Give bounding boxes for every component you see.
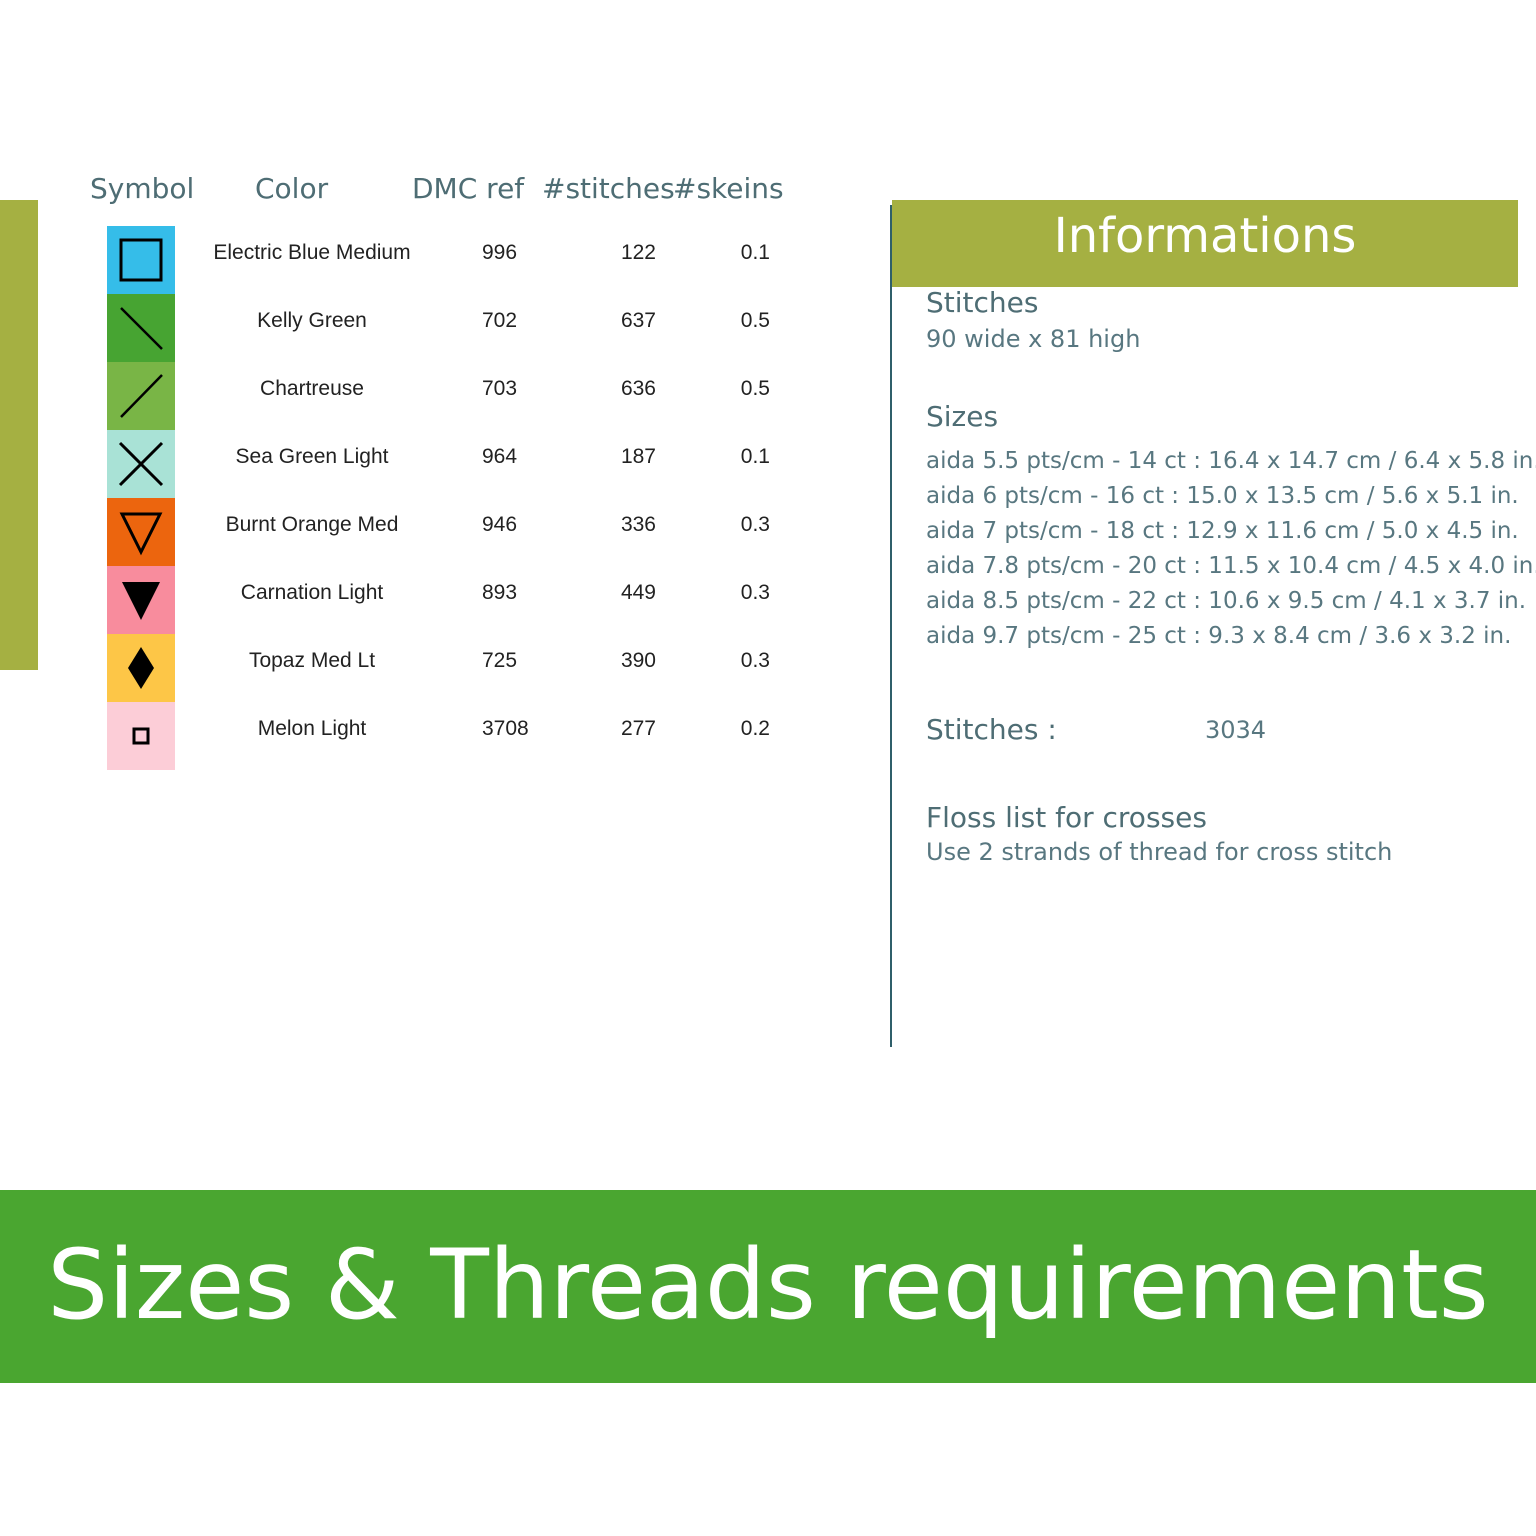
color-name: Carnation Light: [240, 581, 384, 604]
header-color: Color: [255, 172, 329, 205]
color-swatch: [107, 498, 175, 566]
stitch-count: 277: [620, 717, 656, 740]
color-swatch: [107, 634, 175, 702]
stitch-count: 122: [620, 241, 656, 264]
size-entry: aida 6 pts/cm - 16 ct : 15.0 x 13.5 cm /…: [926, 483, 1519, 509]
dmc-ref: 893: [482, 581, 518, 604]
triangle-down-outline-icon: [119, 512, 163, 556]
dmc-ref: 996: [482, 241, 518, 264]
color-swatch: [107, 226, 175, 294]
backslash-line-icon: [120, 307, 163, 350]
size-entry: aida 7.8 pts/cm - 20 ct : 11.5 x 10.4 cm…: [926, 553, 1536, 579]
banner-title: Sizes & Threads requirements: [47, 1229, 1489, 1341]
stitch-count: 637: [620, 309, 656, 332]
header-stitches: #stitches: [542, 172, 675, 205]
size-entry: aida 7 pts/cm - 18 ct : 12.9 x 11.6 cm /…: [926, 518, 1519, 544]
dmc-ref: 725: [482, 649, 518, 672]
header-skeins: #skeins: [673, 172, 784, 205]
skein-count: 0.3: [740, 649, 770, 672]
stitch-count: 390: [620, 649, 656, 672]
color-swatch: [107, 566, 175, 634]
floss-label: Floss list for crosses: [926, 801, 1207, 834]
table-row: Electric Blue Medium 996 122 0.1: [0, 226, 860, 294]
small-square-outline-icon: [132, 727, 150, 745]
skein-count: 0.2: [740, 717, 770, 740]
sizes-label: Sizes: [926, 400, 999, 433]
sizes-list: aida 5.5 pts/cm - 14 ct : 16.4 x 14.7 cm…: [926, 446, 1536, 656]
info-divider: [890, 205, 892, 1047]
triangle-down-filled-icon: [122, 582, 160, 620]
color-swatch: [107, 294, 175, 362]
skein-count: 0.1: [740, 241, 770, 264]
skein-count: 0.5: [740, 309, 770, 332]
slash-line-icon: [120, 374, 163, 418]
skein-count: 0.1: [740, 445, 770, 468]
title-banner: Sizes & Threads requirements: [0, 1190, 1536, 1383]
color-name: Melon Light: [257, 717, 367, 740]
color-name: Topaz Med Lt: [248, 649, 376, 672]
color-name: Sea Green Light: [235, 445, 389, 468]
square-outline-icon: [119, 238, 163, 282]
header-symbol: Symbol: [90, 172, 195, 205]
color-swatch: [107, 362, 175, 430]
stitch-count: 336: [620, 513, 656, 536]
stitch-count: 449: [620, 581, 656, 604]
color-name: Kelly Green: [257, 309, 367, 332]
stitch-count: 187: [620, 445, 656, 468]
stitches-label: Stitches: [926, 286, 1039, 319]
skein-count: 0.3: [740, 513, 770, 536]
color-name: Chartreuse: [260, 377, 364, 400]
size-entry: aida 8.5 pts/cm - 22 ct : 10.6 x 9.5 cm …: [926, 588, 1527, 614]
table-row: Carnation Light 893 449 0.3: [0, 566, 860, 634]
stitches-dimensions: 90 wide x 81 high: [926, 325, 1141, 353]
info-title: Informations: [892, 200, 1518, 287]
x-cross-icon: [118, 441, 164, 487]
skein-count: 0.5: [740, 377, 770, 400]
table-row: Sea Green Light 964 187 0.1: [0, 430, 860, 498]
size-entry: aida 5.5 pts/cm - 14 ct : 16.4 x 14.7 cm…: [926, 448, 1536, 474]
color-swatch: [107, 430, 175, 498]
floss-note: Use 2 strands of thread for cross stitch: [926, 838, 1393, 866]
header-dmc-ref: DMC ref: [412, 172, 525, 205]
diamond-filled-icon: [128, 647, 154, 689]
color-swatch: [107, 702, 175, 770]
total-stitches-value: 3034: [1205, 716, 1267, 744]
table-row: Chartreuse 703 636 0.5: [0, 362, 860, 430]
table-row: Burnt Orange Med 946 336 0.3: [0, 498, 860, 566]
stitch-count: 636: [620, 377, 656, 400]
dmc-ref: 703: [482, 377, 518, 400]
dmc-ref: 702: [482, 309, 518, 332]
dmc-ref: 3708: [482, 717, 529, 740]
table-row: Kelly Green 702 637 0.5: [0, 294, 860, 362]
table-row: Melon Light 3708 277 0.2: [0, 702, 860, 770]
skein-count: 0.3: [740, 581, 770, 604]
left-accent-bar: [0, 200, 38, 670]
size-entry: aida 9.7 pts/cm - 25 ct : 9.3 x 8.4 cm /…: [926, 623, 1512, 649]
dmc-ref: 946: [482, 513, 518, 536]
dmc-ref: 964: [482, 445, 518, 468]
total-stitches-label: Stitches :: [926, 713, 1057, 746]
color-name: Electric Blue Medium: [213, 241, 411, 264]
table-row: Topaz Med Lt 725 390 0.3: [0, 634, 860, 702]
color-name: Burnt Orange Med: [225, 513, 399, 536]
